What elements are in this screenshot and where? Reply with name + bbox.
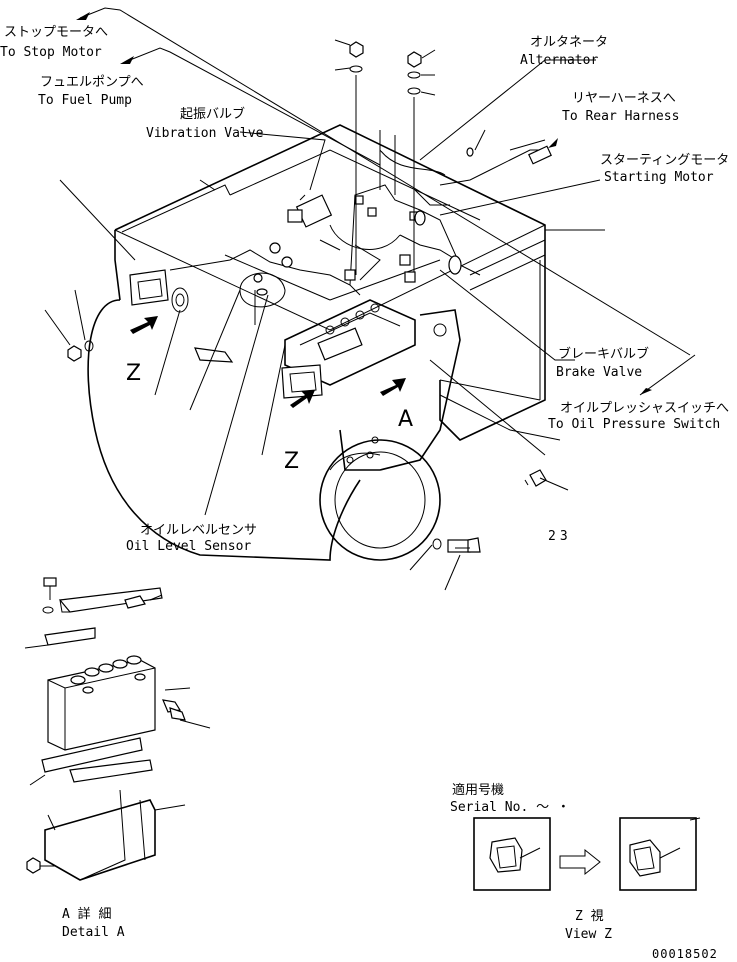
lamp-right <box>281 364 323 399</box>
label-brake-valve-jp: ブレーキバルブ <box>558 346 649 362</box>
label-oil-level-jp: オイルレベルセンサ <box>140 523 257 538</box>
label-alternator-en: Alternator <box>520 53 598 68</box>
label-view-a: A <box>398 407 413 432</box>
label-vibration-valve-en: Vibration Valve <box>146 126 264 141</box>
label-view-z-right: Z <box>284 449 299 474</box>
label-starting-motor-jp: スターティングモータ <box>600 153 729 168</box>
bolt-23 <box>432 537 481 553</box>
label-alternator-jp: オルタネータ <box>530 35 608 50</box>
view-arrow-z-left <box>130 316 158 334</box>
arrow-stop-motor <box>76 12 90 20</box>
label-detail-a-en: Detail A <box>62 925 125 940</box>
arrow-oil-pressure <box>640 388 652 395</box>
frame-box <box>114 124 546 441</box>
leader-lines <box>44 7 696 591</box>
label-stop-motor-jp: ストップモータへ <box>4 25 108 40</box>
fitting-23 <box>524 469 547 487</box>
label-oil-pressure-en: To Oil Pressure Switch <box>548 417 720 432</box>
support-plate <box>339 309 461 471</box>
view-z-before-box <box>473 817 551 891</box>
label-brake-valve-en: Brake Valve <box>556 365 642 380</box>
label-vibration-valve-jp: 起振バルブ <box>180 106 245 122</box>
lamp-left <box>129 269 169 306</box>
label-stop-motor-en: To Stop Motor <box>0 45 102 60</box>
label-view-z-jp: Z 視 <box>575 909 604 924</box>
vibration-valve <box>287 194 333 228</box>
label-serial-en: Serial No. ～ ・ <box>450 800 570 815</box>
label-view-z-en: View Z <box>565 927 612 942</box>
battery-tray <box>284 299 416 386</box>
drum-end <box>319 439 441 561</box>
fastener-studs <box>349 41 422 275</box>
drum-outline <box>87 299 361 561</box>
label-view-z-left: Z <box>126 361 141 386</box>
drawing-number: 00018502 <box>652 947 718 961</box>
view-arrow-z-right <box>290 390 315 408</box>
label-serial-jp: 適用号機 <box>452 782 504 798</box>
label-rear-harness-jp: リヤーハーネスへ <box>572 91 676 106</box>
label-detail-a-jp: A 詳 細 <box>62 906 111 922</box>
harness-main <box>169 249 361 296</box>
label-oil-level-en: Oil Level Sensor <box>126 539 251 554</box>
main-assembly <box>67 41 552 561</box>
arrow-fuel-pump <box>120 56 134 64</box>
label-rear-harness-en: To Rear Harness <box>562 109 679 124</box>
detail-a-battery <box>24 577 211 881</box>
arrow-rear-harness <box>548 138 558 148</box>
label-fuel-pump-jp: フュエルポンプへ <box>40 75 144 90</box>
label-part-23: 23 <box>548 529 572 544</box>
label-fuel-pump-en: To Fuel Pump <box>38 93 132 108</box>
view-z-comparison <box>473 817 701 891</box>
label-starting-motor-en: Starting Motor <box>604 170 714 185</box>
view-arrow-a <box>380 378 406 396</box>
view-z-after-box <box>619 817 697 891</box>
label-oil-pressure-jp: オイルプレッシャスイッチへ <box>560 401 729 416</box>
